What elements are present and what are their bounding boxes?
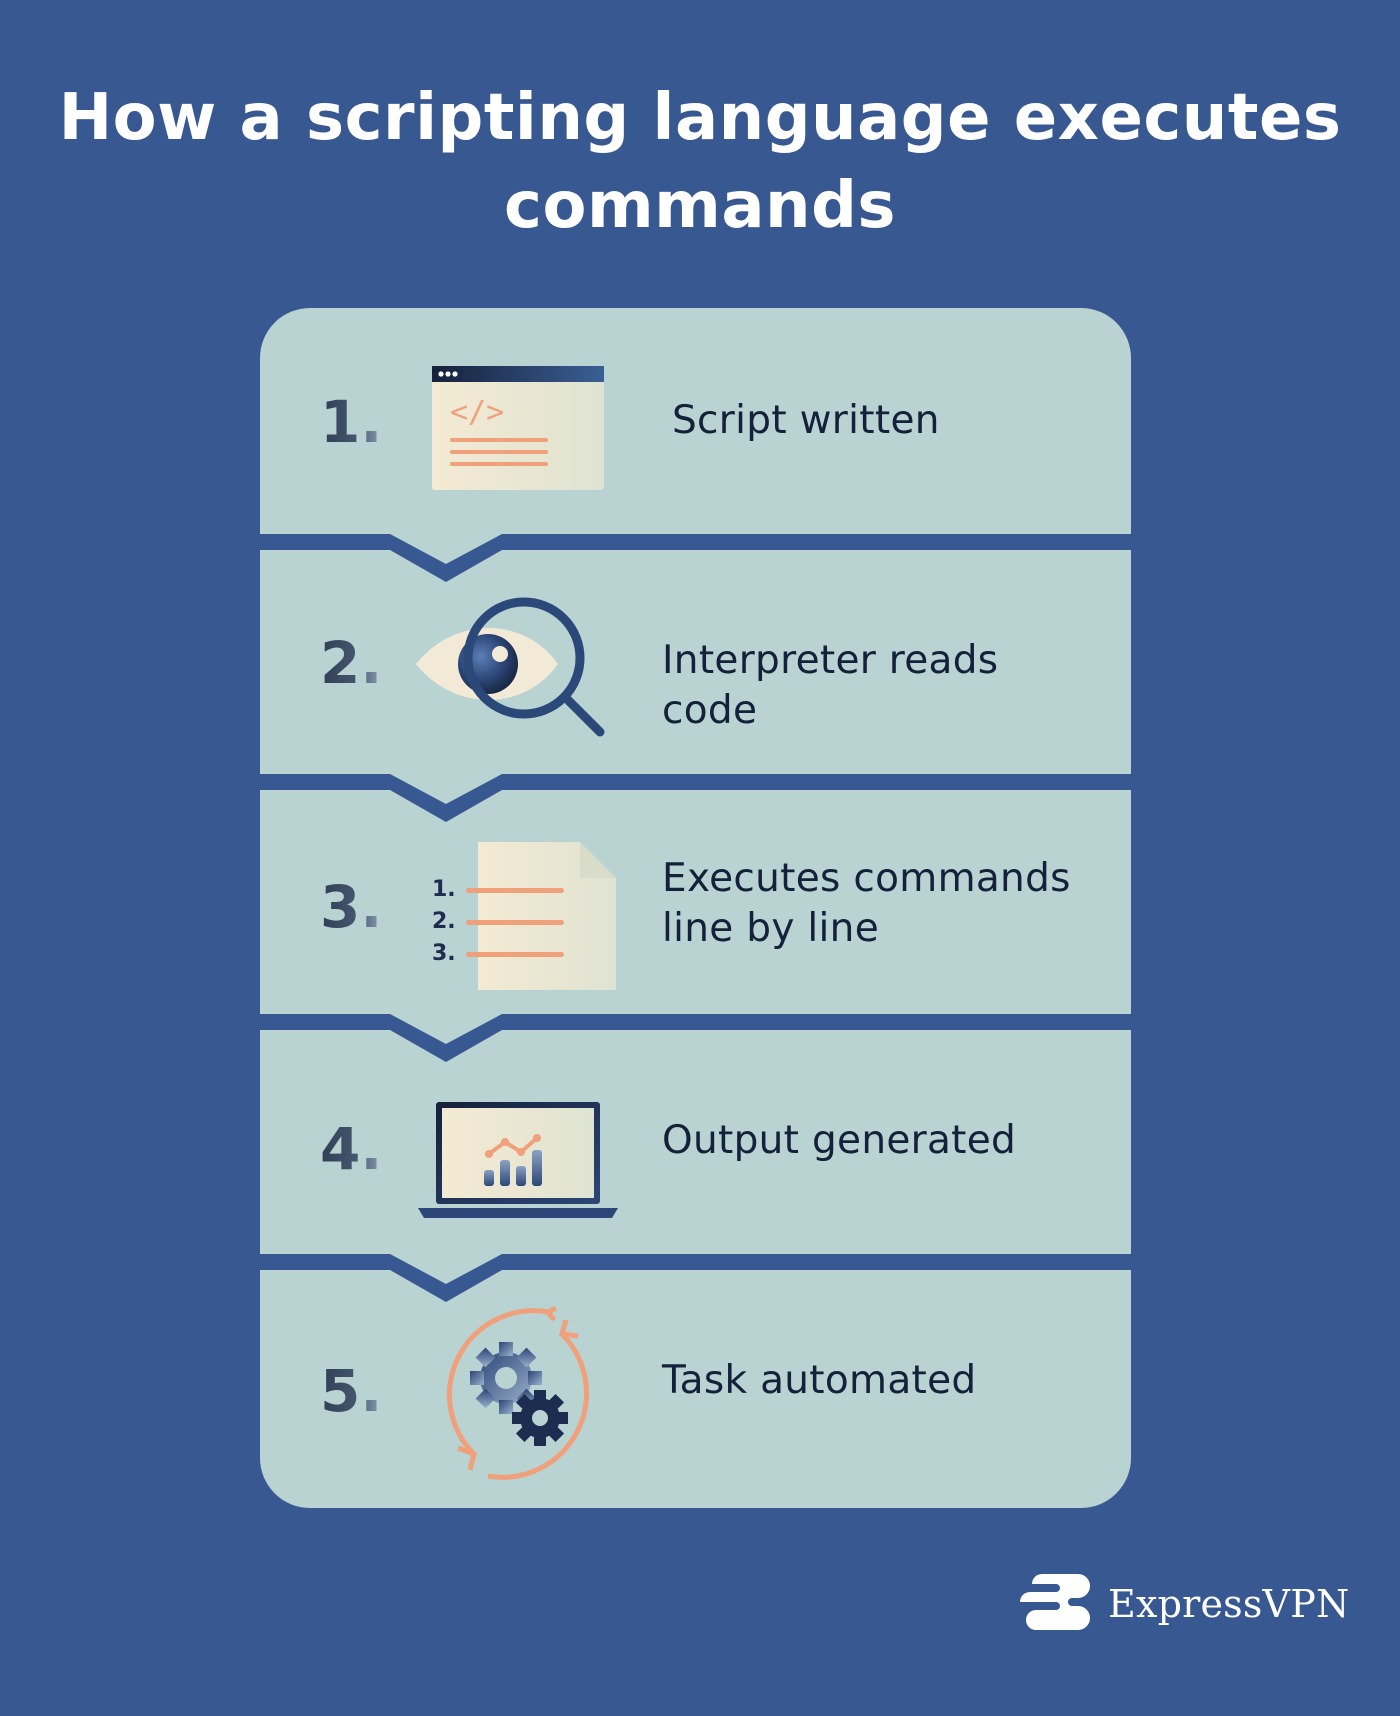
- doc-list-number: 2.: [432, 909, 456, 934]
- step-label: Script written: [672, 398, 940, 443]
- step-3: 3. 1. 2. 3. Executes commands line by li…: [260, 790, 1131, 1014]
- step-number: 2.: [320, 629, 383, 697]
- step-separator: [260, 774, 1131, 822]
- step-5: 5.: [260, 1270, 1131, 1508]
- brand-name: ExpressVPN: [1108, 1582, 1350, 1626]
- step-2: 2. Interpreter reads code: [260, 550, 1131, 774]
- code-glyph: </>: [450, 395, 504, 430]
- expressvpn-logo-icon: [1020, 1574, 1090, 1630]
- step-separator: [260, 1254, 1131, 1302]
- step-label: Output generated: [662, 1118, 1017, 1163]
- step-label: Executes commands line by line: [662, 856, 1071, 951]
- step-number: 3.: [320, 873, 383, 941]
- doc-list-number: 3.: [432, 941, 456, 966]
- code-window-icon: </>: [432, 366, 604, 490]
- page-title: How a scripting language executes comman…: [58, 81, 1342, 243]
- step-4: 4. Outpu: [260, 1030, 1131, 1254]
- doc-list-number: 1.: [432, 877, 456, 902]
- numbered-document-icon: 1. 2. 3.: [432, 842, 616, 990]
- laptop-chart-icon: [418, 1102, 618, 1218]
- eye-magnifier-icon: [416, 597, 605, 737]
- step-separator: [260, 534, 1131, 582]
- step-1: 1. </> Script written: [260, 308, 1131, 534]
- step-number: 4.: [320, 1115, 383, 1183]
- steps-card: 1. </> Script written: [260, 308, 1131, 1508]
- step-number: 1.: [320, 388, 383, 456]
- step-separator: [260, 1014, 1131, 1062]
- step-label: Task automated: [662, 1358, 977, 1403]
- step-number: 5.: [320, 1357, 383, 1425]
- step-label: Interpreter reads code: [662, 638, 999, 733]
- gears-refresh-icon: [447, 1305, 589, 1480]
